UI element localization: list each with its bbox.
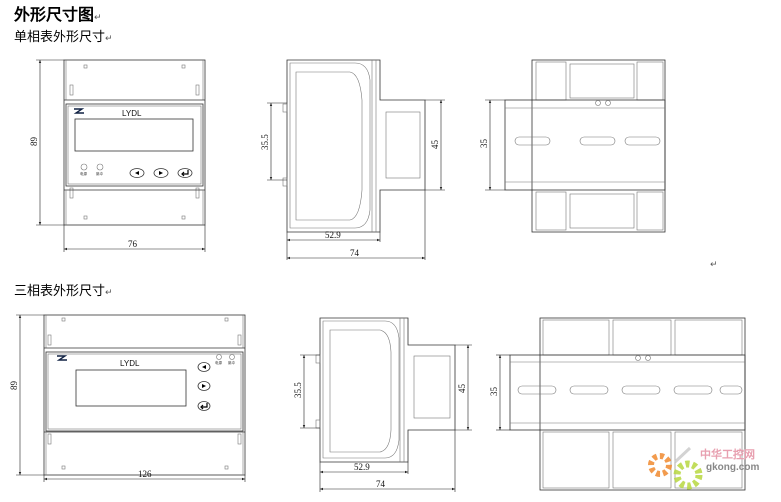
three-phase-front-view: LYDL 电源 脉冲 89 126 [9, 314, 246, 482]
single-phase-front-view: LYDL 电源 脉冲 89 76 [29, 59, 206, 252]
watermark-cn: 中华工控网 [700, 448, 755, 461]
page-title: 外形尺寸图↵ [14, 1, 102, 25]
power-led-label: 电源 [80, 171, 87, 176]
inner-height-dimension: 35.5 [260, 134, 270, 150]
pulse-led-label: 脉冲 [228, 360, 235, 365]
left-button [129, 168, 145, 178]
inner-height-dimension: 35.5 [293, 382, 303, 398]
din-rail [509, 354, 746, 431]
brand-logo-icon [73, 108, 85, 114]
return-mark: ↵ [105, 288, 113, 298]
protrusion-height-dimension: 45 [430, 140, 440, 150]
single-phase-side-view: 35.5 45 52.9 74 [260, 59, 445, 260]
right-arrow-icon [159, 171, 163, 175]
brand-label: LYDL [120, 359, 140, 368]
left-button [197, 362, 211, 372]
left-arrow-icon [135, 171, 139, 175]
power-led-label: 电源 [215, 360, 222, 365]
heading-text: 单相表外形尺寸 [14, 30, 106, 45]
three-phase-side-view: 35.5 45 52.9 74 [293, 317, 472, 492]
enter-button [197, 401, 211, 411]
enter-button [177, 168, 193, 178]
total-depth-dimension: 74 [376, 479, 386, 489]
single-phase-rail-view: 35 [479, 59, 666, 233]
gkong-gear-logo-icon [648, 446, 703, 490]
height-dimension: 89 [9, 381, 19, 391]
height-dimension: 89 [29, 137, 39, 147]
rail-height-dimension: 35 [479, 139, 489, 149]
body-depth-dimension: 52.9 [354, 462, 370, 472]
right-button [153, 168, 169, 178]
return-mark: ↵ [94, 13, 102, 23]
pulse-led-label: 脉冲 [96, 171, 103, 176]
right-arrow-icon [202, 384, 206, 388]
right-button [197, 381, 211, 391]
enter-icon [181, 170, 189, 177]
left-arrow-icon [202, 365, 206, 369]
rail-height-dimension: 35 [489, 387, 499, 397]
enter-icon [200, 403, 208, 410]
din-rail [504, 99, 666, 191]
width-dimension: 126 [138, 469, 152, 479]
three-phase-rail-view: 35 [489, 317, 746, 491]
body-depth-dimension: 52.9 [325, 230, 341, 240]
watermark-en: gkong.com [706, 462, 760, 473]
return-mark: ↵ [105, 34, 113, 44]
brand-logo-icon [56, 355, 68, 361]
heading-text: 三相表外形尺寸 [14, 284, 106, 299]
brand-label: LYDL [122, 109, 142, 118]
single-phase-heading: 单相表外形尺寸↵ [14, 26, 113, 45]
return-mark: ↵ [710, 260, 718, 270]
total-depth-dimension: 74 [350, 248, 360, 258]
width-dimension: 76 [128, 239, 138, 249]
protrusion-height-dimension: 45 [457, 384, 467, 394]
three-phase-heading: 三相表外形尺寸↵ [14, 280, 113, 299]
title-text: 外形尺寸图 [14, 5, 95, 24]
